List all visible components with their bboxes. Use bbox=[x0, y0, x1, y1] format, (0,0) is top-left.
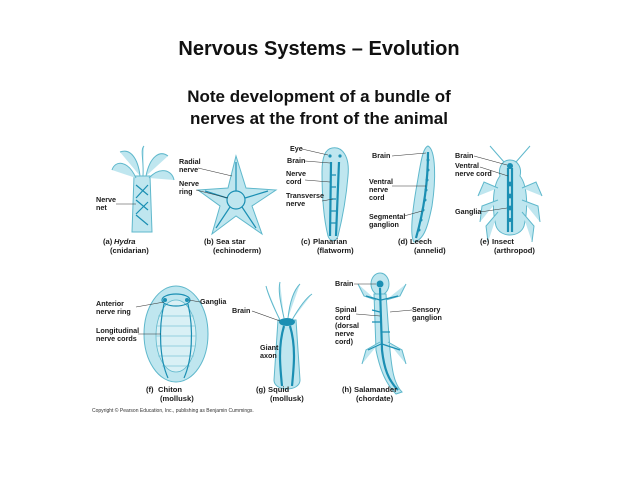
label-salamander-ganglion: ganglion bbox=[412, 313, 442, 322]
caption-hydra-letter: (a) bbox=[103, 237, 113, 246]
label-sea-star-nerve: nerve bbox=[179, 165, 198, 174]
label-leech-brain: Brain bbox=[372, 151, 390, 160]
label-leech-segmental: Segmental bbox=[369, 212, 405, 221]
label-planarian-eye: Eye bbox=[290, 144, 303, 153]
panel-leech: Brain Ventral nerve cord Segmental gangl… bbox=[369, 145, 446, 255]
label-chiton-longitudinal: Longitudinal bbox=[96, 326, 139, 335]
label-salamander-spinal: Spinal bbox=[335, 305, 357, 314]
caption-insect-group: (arthropod) bbox=[494, 246, 535, 255]
label-leech-ganglion: ganglion bbox=[369, 220, 399, 229]
label-leech-ventral: Ventral bbox=[369, 177, 393, 186]
caption-sea-star-group: (echinoderm) bbox=[213, 246, 262, 255]
label-squid-brain: Brain bbox=[232, 306, 250, 315]
caption-salamander-letter: (h) bbox=[342, 385, 352, 394]
label-sea-star-radial: Radial bbox=[179, 157, 201, 166]
panel-sea-star: Radial nerve Nerve ring (b) Sea star (ec… bbox=[179, 154, 278, 255]
caption-planarian-name: Planarian bbox=[313, 237, 348, 246]
caption-planarian-group: (flatworm) bbox=[317, 246, 354, 255]
caption-insect-name: Insect bbox=[492, 237, 514, 246]
slide-title: Nervous Systems – Evolution bbox=[178, 38, 460, 60]
label-hydra-net: net bbox=[96, 203, 107, 212]
caption-sea-star-name: Sea star bbox=[216, 237, 246, 246]
label-planarian-brain: Brain bbox=[287, 156, 305, 165]
panel-planarian: Eye Brain Nerve cord Transverse nerve (c… bbox=[286, 144, 354, 255]
label-sea-star-ring: ring bbox=[179, 187, 193, 196]
label-insect-nerve-cord: nerve cord bbox=[455, 169, 492, 178]
label-chiton-ganglia: Ganglia bbox=[200, 297, 227, 306]
caption-leech-group: (annelid) bbox=[414, 246, 446, 255]
copyright-notice: Copyright © Pearson Education, Inc., pub… bbox=[92, 407, 254, 414]
caption-chiton-letter: (f) bbox=[146, 385, 154, 394]
slide-subtitle: Note development of a bundle of nerves a… bbox=[0, 86, 638, 130]
label-salamander-dorsal: (dorsal bbox=[335, 321, 359, 330]
panel-insect: Brain Ventral nerve cord Ganglia (e) Ins… bbox=[455, 145, 543, 255]
panel-chiton: Anterior nerve ring Longitudinal nerve c… bbox=[96, 285, 227, 403]
label-planarian-nerve: Nerve bbox=[286, 169, 306, 178]
caption-sea-star-letter: (b) bbox=[204, 237, 214, 246]
label-squid-axon: axon bbox=[260, 351, 277, 360]
label-squid-giant: Giant bbox=[260, 343, 279, 352]
panel-hydra: Nerve net (a) Hydra (cnidarian) bbox=[96, 145, 175, 255]
caption-hydra-group: (cnidarian) bbox=[110, 246, 149, 255]
label-salamander-sensory: Sensory bbox=[412, 305, 440, 314]
label-chiton-nerve-ring: nerve ring bbox=[96, 307, 131, 316]
caption-insect-letter: (e) bbox=[480, 237, 490, 246]
label-planarian-transverse-nerve: nerve bbox=[286, 199, 305, 208]
label-insect-ventral: Ventral bbox=[455, 161, 479, 170]
caption-squid-group: (mollusk) bbox=[270, 394, 304, 403]
caption-squid-letter: (g) bbox=[256, 385, 266, 394]
label-leech-nerve: nerve bbox=[369, 185, 388, 194]
caption-salamander-name: Salamander bbox=[354, 385, 397, 394]
label-hydra-nerve: Nerve bbox=[96, 195, 116, 204]
caption-planarian-letter: (c) bbox=[301, 237, 311, 246]
label-leech-cord: cord bbox=[369, 193, 385, 202]
label-salamander-brain: Brain bbox=[335, 279, 353, 288]
caption-leech-name: Leech bbox=[410, 237, 432, 246]
label-salamander-cord-close: cord) bbox=[335, 337, 354, 346]
label-insect-brain: Brain bbox=[455, 151, 473, 160]
caption-leech-letter: (d) bbox=[398, 237, 408, 246]
label-salamander-nerve: nerve bbox=[335, 329, 354, 338]
panel-squid: Brain Giant axon (g) Squid (mollusk) bbox=[232, 281, 313, 403]
label-chiton-anterior: Anterior bbox=[96, 299, 124, 308]
panel-salamander: Brain Spinal cord (dorsal nerve cord) Se… bbox=[335, 272, 442, 403]
caption-chiton-group: (mollusk) bbox=[160, 394, 194, 403]
label-salamander-cord: cord bbox=[335, 313, 351, 322]
label-chiton-nerve-cords: nerve cords bbox=[96, 334, 137, 343]
caption-squid-name: Squid bbox=[268, 385, 289, 394]
subtitle-line-2: nerves at the front of the animal bbox=[190, 109, 448, 128]
caption-hydra-name: Hydra bbox=[114, 237, 136, 246]
label-sea-star-nerve-2: Nerve bbox=[179, 179, 199, 188]
label-planarian-transverse: Transverse bbox=[286, 191, 324, 200]
label-planarian-cord: cord bbox=[286, 177, 302, 186]
caption-salamander-group: (chordate) bbox=[356, 394, 394, 403]
caption-chiton-name: Chiton bbox=[158, 385, 182, 394]
subtitle-line-1: Note development of a bundle of bbox=[187, 87, 451, 106]
label-insect-ganglia: Ganglia bbox=[455, 207, 482, 216]
